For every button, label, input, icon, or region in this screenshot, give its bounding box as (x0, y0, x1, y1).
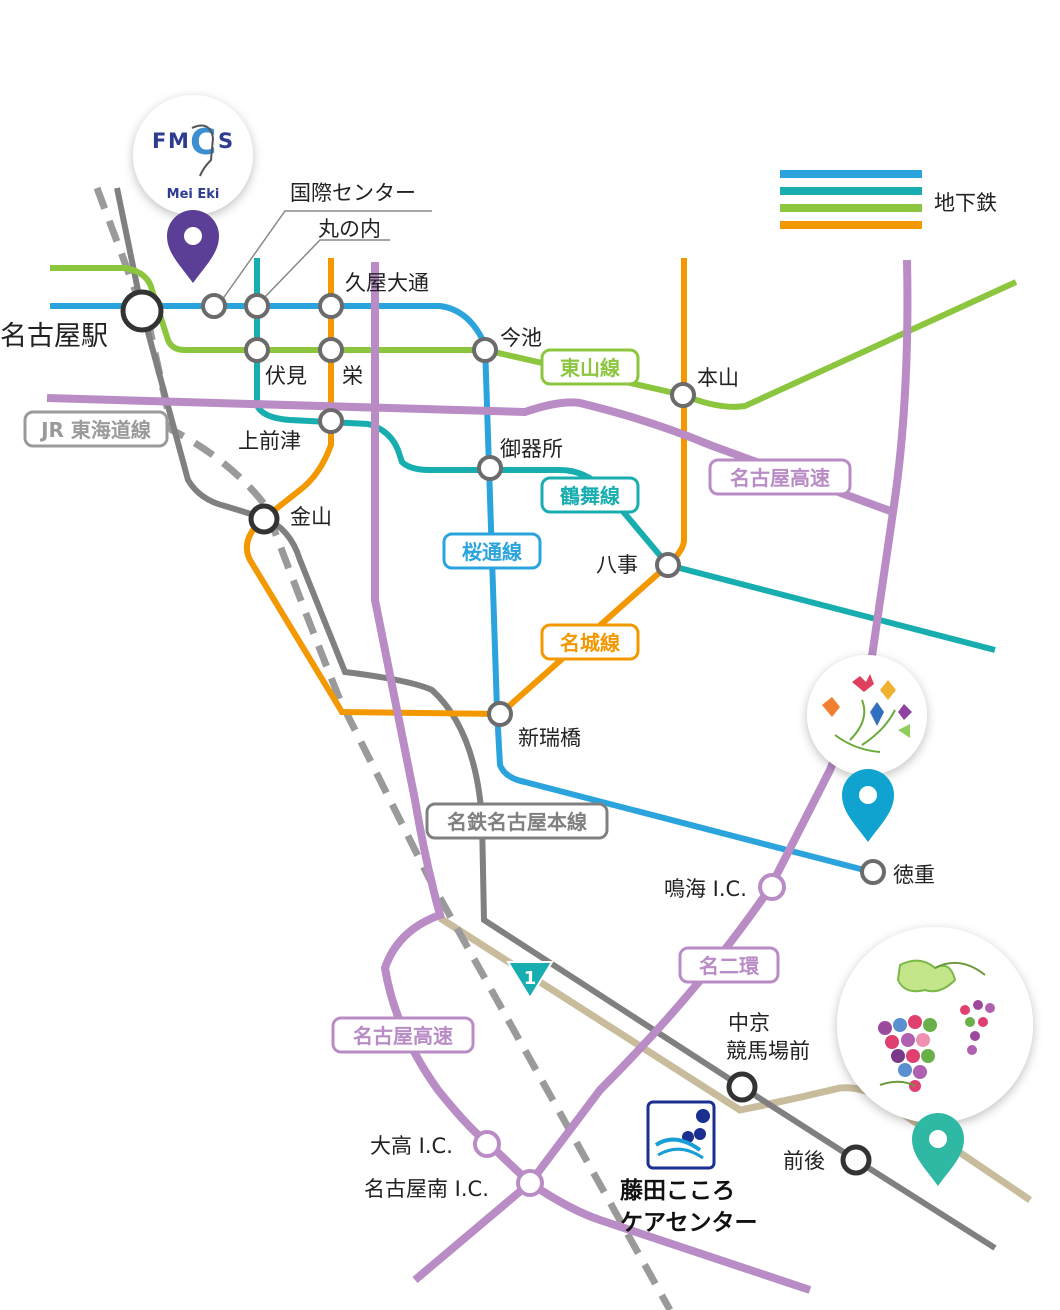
station-aratama-label: 新瑞橋 (518, 726, 581, 750)
grapes-illustration-icon (878, 959, 995, 1092)
station-marunouchi-label: 丸の内 (318, 217, 381, 241)
badge-jr-text: JR 東海道線 (39, 418, 151, 442)
fmcs-logo-letter-s: S (218, 129, 233, 153)
badge-jr: JR 東海道線 (23, 410, 169, 448)
fmcs-location-pin-icon (167, 210, 219, 283)
care-center-name-line1: 藤田こころ (620, 1178, 735, 1204)
narumi-ic-marker[interactable] (758, 873, 786, 901)
badge-expressway-south-text: 名古屋高速 (353, 1024, 453, 1048)
badge-meitetsu-text: 名鉄名古屋本線 (447, 810, 587, 834)
leader-kokusai (221, 210, 432, 301)
station-nagoya-label: 名古屋駅 (0, 321, 108, 352)
place-grapes[interactable] (837, 927, 1033, 1186)
fmcs-logo-subtitle: Mei Eki (167, 187, 220, 202)
badge-expressway-north: 名古屋高速 (708, 458, 852, 496)
nagoya-minami-ic-marker[interactable] (516, 1169, 544, 1197)
station-aratama-marker[interactable] (487, 701, 513, 727)
station-motoyama-marker[interactable] (670, 382, 696, 408)
badge-meijo: 名城線 (540, 623, 640, 661)
badge-tsurumai: 鶴舞線 (540, 476, 640, 514)
sakuradori-line (50, 303, 873, 875)
legend-swatch-sakuradori (780, 170, 922, 178)
station-nagoya-marker[interactable] (120, 289, 164, 333)
badge-meinikan-text: 名二環 (699, 954, 760, 978)
odaka-ic-marker[interactable] (473, 1130, 501, 1158)
fmcs-logo-letter-m: M (168, 129, 189, 153)
station-fushimi-marker[interactable] (244, 337, 270, 363)
station-yagoto-label: 八事 (596, 553, 638, 577)
legend: 地下鉄 (780, 170, 997, 229)
flowers-illustration-icon (822, 674, 912, 753)
legend-label: 地下鉄 (934, 191, 997, 215)
station-tokushige-label: 徳重 (893, 863, 935, 887)
station-tokushige-marker[interactable] (860, 859, 886, 885)
care-center-name-line2: ケアセンター (620, 1210, 758, 1236)
station-chukyo-label-line2: 競馬場前 (726, 1039, 810, 1063)
flowers-location-pin-icon (842, 769, 894, 842)
grapes-location-pin-icon (912, 1113, 964, 1186)
badge-meijo-text: 名城線 (560, 631, 620, 655)
station-kokusai-label: 国際センター (290, 181, 416, 205)
badge-meinikan: 名二環 (678, 946, 780, 984)
higashiyama-line (50, 265, 1018, 410)
station-zengo-marker[interactable] (840, 1144, 872, 1176)
place-flowers[interactable] (807, 655, 927, 842)
station-yagoto-marker[interactable] (655, 552, 681, 578)
leader-marunouchi (261, 239, 390, 301)
station-kanayama-label: 金山 (290, 505, 332, 529)
badge-sakuradori-text: 桜通線 (462, 540, 522, 564)
flowers-logo-circle (807, 655, 927, 775)
station-chukyo-marker[interactable] (726, 1071, 758, 1103)
station-zengo-label: 前後 (783, 1149, 825, 1173)
badge-meitetsu: 名鉄名古屋本線 (425, 802, 609, 840)
station-hisaya-label: 久屋大通 (345, 271, 429, 295)
station-kokusai-marker[interactable] (201, 293, 227, 319)
station-imaike-label: 今池 (500, 326, 542, 350)
station-gokiso-marker[interactable] (477, 455, 503, 481)
station-kamimaezu-marker[interactable] (318, 408, 344, 434)
jr-tokaido-line (93, 186, 674, 1310)
station-fushimi-label: 伏見 (265, 364, 307, 388)
meijo-line (244, 258, 687, 718)
fmcs-logo-face-icon (191, 124, 215, 177)
ic-markers (473, 873, 786, 1197)
major-station-markers (120, 289, 872, 1176)
legend-swatch-meijo (780, 221, 922, 229)
meinikan-expressway (412, 259, 912, 1284)
station-markers (201, 293, 886, 885)
tsurumai-line (254, 258, 996, 653)
meitetsu-line (114, 187, 997, 1251)
place-care-center[interactable]: 藤田こころ ケアセンター (620, 1100, 758, 1236)
station-motoyama-label: 本山 (697, 366, 739, 390)
badge-expressway-south: 名古屋高速 (331, 1016, 475, 1054)
station-kanayama-marker[interactable] (248, 503, 280, 535)
legend-swatch-higashiyama (780, 204, 922, 212)
odaka-ic-label: 大高 I.C. (370, 1134, 453, 1158)
route1-shield-number: 1 (524, 968, 537, 989)
fmcs-logo-letter-f: F (152, 129, 166, 153)
expressway-east-west (46, 394, 895, 516)
place-fmcs[interactable]: F M C S Mei Eki (133, 95, 253, 283)
badge-expressway-north-text: 名古屋高速 (730, 466, 830, 490)
station-chukyo-label-line1: 中京 (728, 1011, 770, 1035)
station-sakae-marker[interactable] (318, 337, 344, 363)
badge-higashiyama-text: 東山線 (560, 356, 620, 380)
station-sakae-label: 栄 (342, 364, 363, 388)
badge-sakuradori: 桜通線 (442, 532, 542, 570)
station-hisaya-marker[interactable] (318, 293, 344, 319)
narumi-ic-label: 鳴海 I.C. (664, 877, 747, 901)
nagoya-minami-ic-label: 名古屋南 I.C. (364, 1177, 489, 1201)
route1-shield: 1 (506, 961, 554, 1000)
station-gokiso-label: 御器所 (500, 437, 563, 461)
legend-swatch-tsurumai (780, 187, 922, 195)
badge-tsurumai-text: 鶴舞線 (560, 484, 620, 508)
station-marunouchi-marker[interactable] (244, 293, 270, 319)
station-kamimaezu-label: 上前津 (238, 429, 301, 453)
fmcs-logo-circle (133, 95, 253, 215)
station-imaike-marker[interactable] (472, 337, 498, 363)
badge-higashiyama: 東山線 (540, 348, 640, 386)
